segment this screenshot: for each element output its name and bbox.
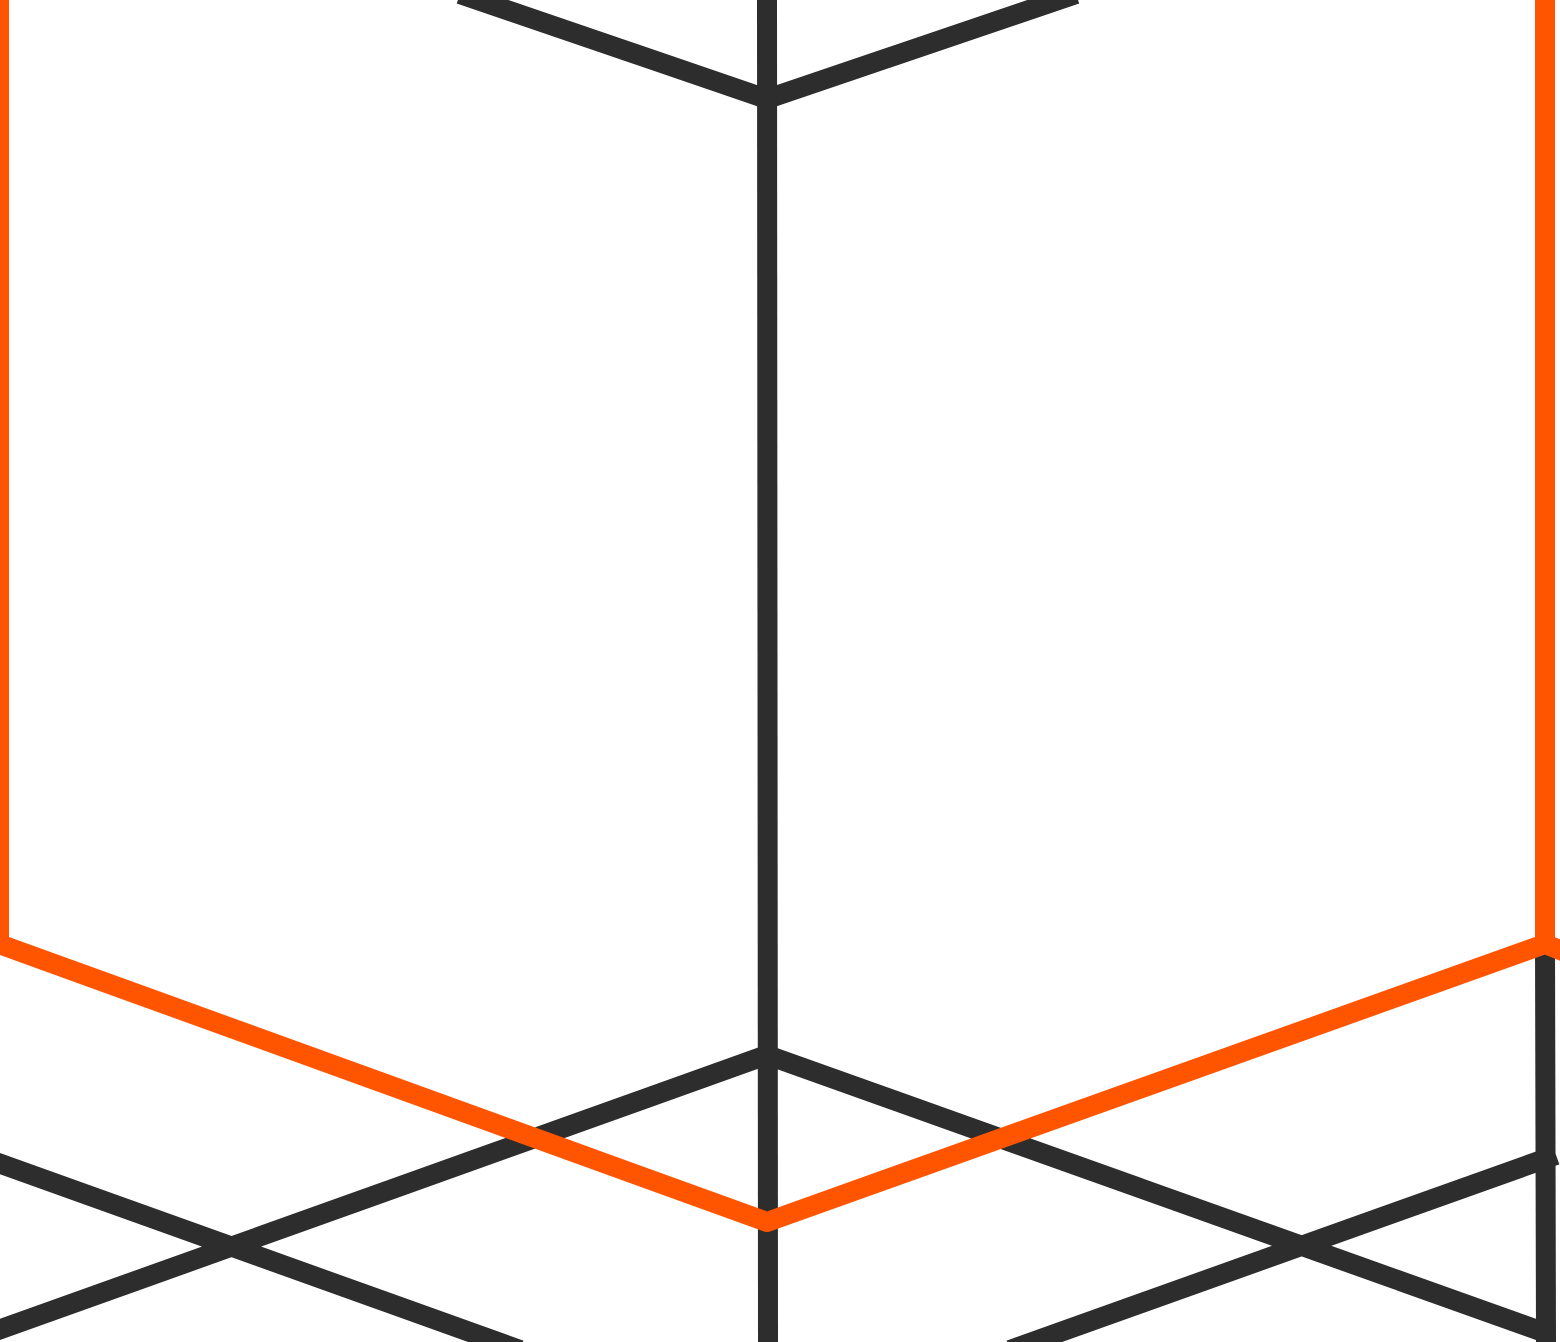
highlight-bottom-chevron [0,933,1560,1232]
grid-line-center-vertical [757,0,778,1342]
grid-line-lower-left-diagonal [0,1152,524,1342]
grid-line-mid-right-diagonal [763,1045,1550,1342]
grid-line-top-right-diagonal [763,0,1080,109]
grid-line-top-left-diagonal [456,0,771,109]
grid-line-right-vertical [1535,944,1556,1342]
grid-line-mid-left-diagonal [0,1045,771,1341]
highlighted-cell-outline [0,0,1560,1232]
grid-line-lower-right-diagonal [1006,1145,1560,1342]
